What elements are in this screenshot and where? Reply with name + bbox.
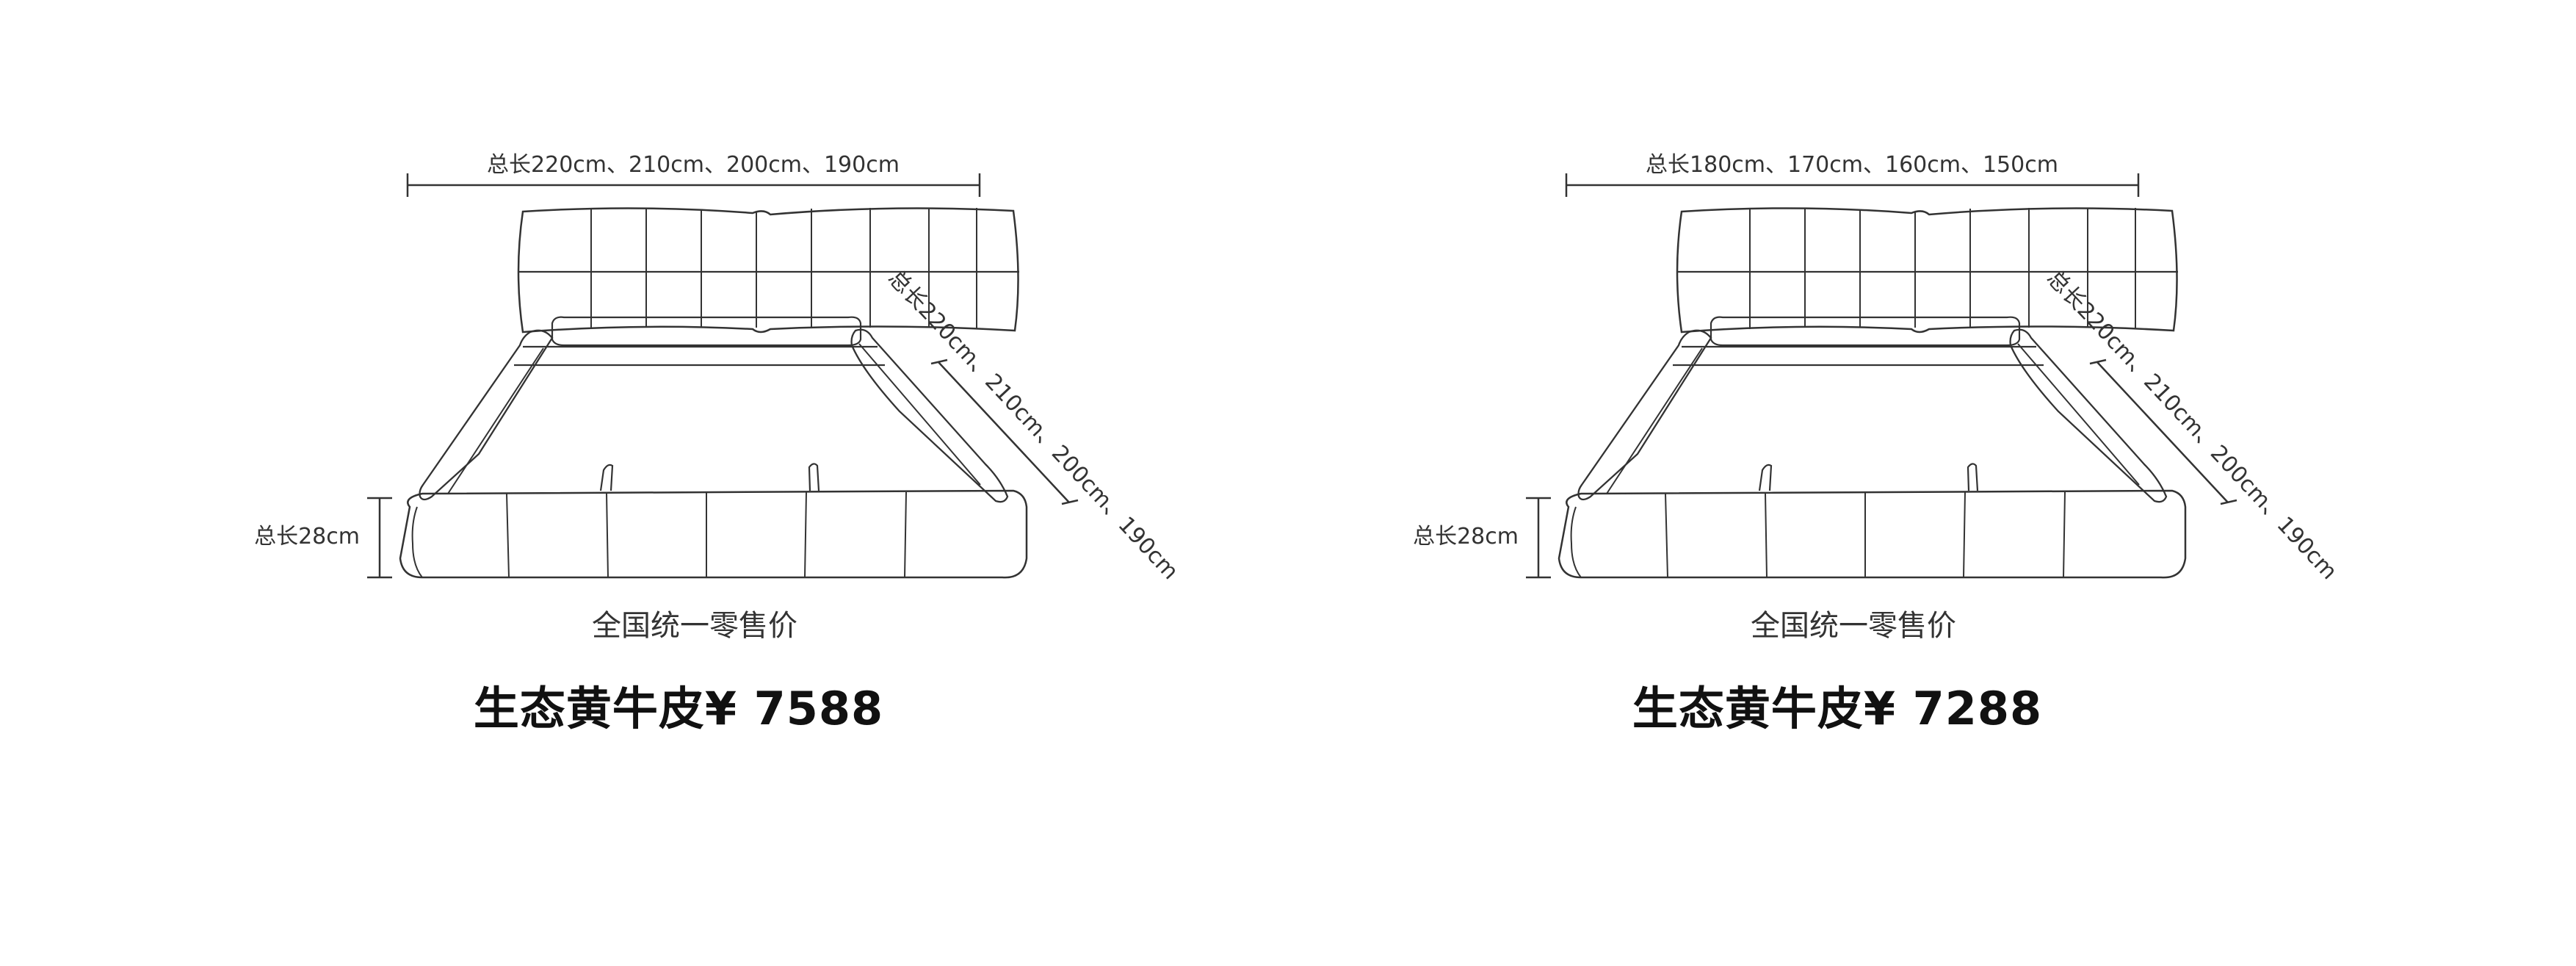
bed-drawing-1: 总长220cm、210cm、200cm、190cm 总长220cm、210cm、… [254,152,1183,585]
product-price: 生态黄牛皮¥ 7588 [473,682,884,735]
width-dimension-label: 总长220cm、210cm、200cm、190cm [487,152,900,178]
product-price: 生态黄牛皮¥ 7288 [1632,682,2043,735]
height-dimension-label: 总长28cm [1413,524,1519,549]
retail-price-caption: 全国统一零售价 [1751,609,1956,643]
height-dimension-label: 总长28cm [254,524,360,549]
bed-drawing-2: 总长180cm、170cm、160cm、150cm 总长220cm、210cm、… [1413,152,2342,585]
width-dimension-label: 总长180cm、170cm、160cm、150cm [1646,152,2058,178]
retail-price-caption: 全国统一零售价 [592,609,797,643]
